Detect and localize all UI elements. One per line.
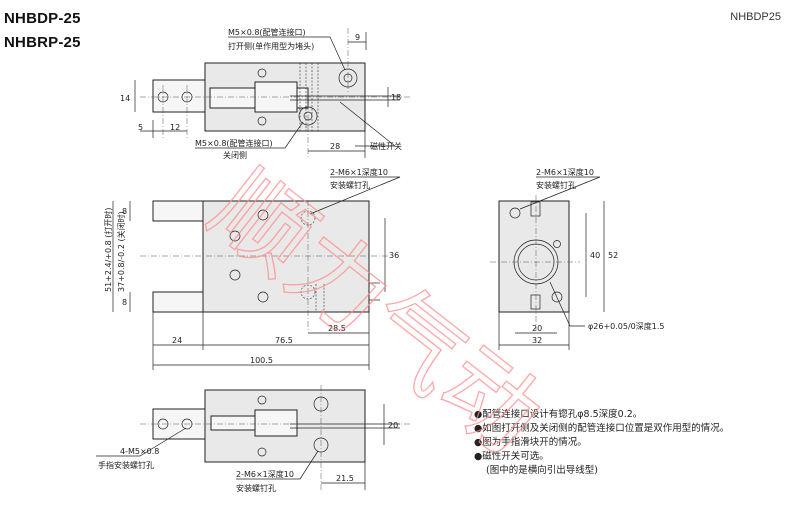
dim-24: 24 xyxy=(172,336,182,345)
dim-100-5: 100.5 xyxy=(250,356,273,365)
dim-40: 40 xyxy=(590,251,600,260)
counterbore-label: φ26+0.05/0深度1.5 xyxy=(588,321,664,331)
hole xyxy=(553,240,561,248)
hole xyxy=(551,291,563,303)
dim-8-top: 8 xyxy=(122,207,127,216)
slot xyxy=(530,201,541,217)
front-view: 8 8 36 28.5 24 76.5 100.5 2-M6×1深度10 安装螺… xyxy=(103,167,401,370)
note-3: ●图为手指滑块开的情况。 xyxy=(474,436,587,448)
side-view: 40 52 20 32 2-M6×1深度10 安装螺钉孔 φ26+0.05/0深… xyxy=(490,167,664,350)
hole xyxy=(229,230,241,242)
dim-36: 36 xyxy=(389,251,399,260)
dim-18: 18 xyxy=(391,93,401,102)
dim-21-5: 21.5 xyxy=(336,474,354,483)
port-open-label: M5×0.8(配管连接口) xyxy=(228,27,306,37)
dim-32: 32 xyxy=(532,336,542,345)
body-front xyxy=(202,200,370,313)
dim-28-5: 28.5 xyxy=(328,324,346,333)
notes: ●配管连接口设计有锪孔φ8.5深度0.2。 ●如图打开侧及关闭侧的配管连接口位置… xyxy=(474,408,729,476)
front-mount-hole-sublabel: 安装螺钉孔 xyxy=(330,180,370,190)
slot xyxy=(530,294,541,310)
bottom-mount-hole-sublabel: 安装螺钉孔 xyxy=(236,483,276,493)
model-title-2: NHBRP-25 xyxy=(4,34,81,51)
dim-52: 52 xyxy=(608,251,618,260)
note-2: ●如图打开侧及关闭侧的配管连接口位置是双作用型的情况。 xyxy=(474,422,729,434)
hole xyxy=(509,207,521,219)
top-view: 9 18 14 5 12 28 M5×0.8(配管连接口) 打开侧(单作用型为堵… xyxy=(120,27,410,160)
note-4: ●磁性开关可选。 xyxy=(474,450,549,462)
stroke-close: 37+0.8/-0.2 (关闭时) xyxy=(116,211,126,292)
finger-front-upper xyxy=(152,200,212,222)
dim-20: 20 xyxy=(532,324,542,333)
side-mount-hole-label: 2-M6×1深度10 xyxy=(536,167,594,177)
bottom-mount-hole-label: 2-M6×1深度10 xyxy=(236,469,294,479)
bottom-view: 20 21.5 4-M5×0.8 手指安装螺钉孔 2-M6×1深度10 安装螺钉… xyxy=(96,385,410,493)
magnetic-switch-label: 磁性开关 xyxy=(370,141,402,151)
body-side xyxy=(498,200,570,313)
port-open-sublabel: 打开侧(单作用型为堵头) xyxy=(228,41,314,51)
dim-20-bottom: 20 xyxy=(388,421,398,430)
dim-9: 9 xyxy=(355,33,360,42)
note-1: ●配管连接口设计有锪孔φ8.5深度0.2。 xyxy=(474,408,642,420)
dim-28: 28 xyxy=(330,142,340,151)
front-mount-hole-label: 2-M6×1深度10 xyxy=(330,167,388,177)
piston-head-bottom xyxy=(254,409,298,437)
model-code: NHBDP25 xyxy=(730,11,781,23)
dim-5: 5 xyxy=(138,123,143,132)
hole xyxy=(257,395,267,405)
finger-front-lower xyxy=(152,291,212,313)
note-5: (图中的是横向引出导线型) xyxy=(486,464,598,476)
finger-thread-sublabel: 手指安装螺钉孔 xyxy=(98,460,154,470)
hole xyxy=(229,269,241,281)
dim-8-bottom: 8 xyxy=(122,298,127,307)
finger-thread-label: 4-M5×0.8 xyxy=(120,447,159,456)
dim-14: 14 xyxy=(120,94,130,103)
hole xyxy=(257,209,269,221)
hole xyxy=(257,447,267,457)
hole xyxy=(257,116,267,126)
hole xyxy=(257,68,267,78)
dim-12: 12 xyxy=(170,123,180,132)
port-close-label: M5×0.8(配管连接口) xyxy=(195,138,273,148)
side-mount-hole-sublabel: 安装螺钉孔 xyxy=(536,180,576,190)
dim-76-5: 76.5 xyxy=(275,336,293,345)
stroke-open: 51+2.4/+0.8 (打开时) xyxy=(103,207,113,292)
port-close-sublabel: 关闭侧 xyxy=(223,150,247,160)
hole xyxy=(257,291,269,303)
model-title-1: NHBDP-25 xyxy=(4,10,81,27)
